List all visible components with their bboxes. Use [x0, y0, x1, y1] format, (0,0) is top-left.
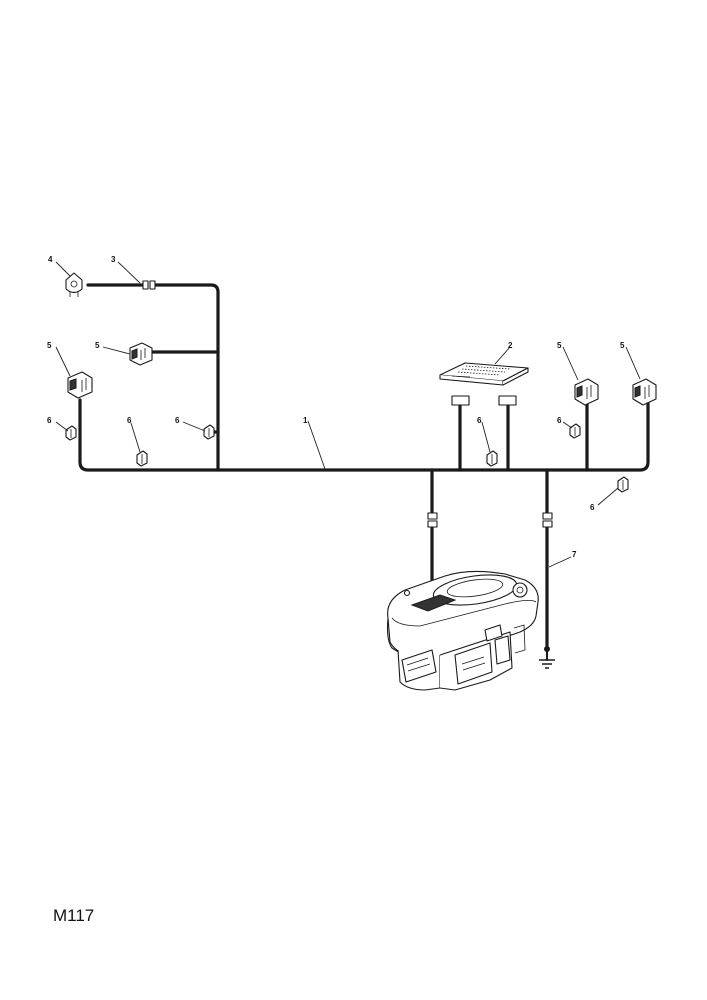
- callout-5: 5: [557, 341, 562, 350]
- clip-icon: [569, 423, 581, 439]
- engine-icon: [386, 570, 539, 691]
- switch-icon: [129, 342, 153, 366]
- circuit-board-icon: [439, 362, 529, 386]
- callout-6: 6: [127, 416, 132, 425]
- callout-6: 6: [47, 416, 52, 425]
- drawing-code: M117: [53, 906, 95, 925]
- callout-6: 6: [175, 416, 180, 425]
- clip-icon: [617, 476, 629, 493]
- callout-6: 6: [557, 416, 562, 425]
- callout-5: 5: [47, 341, 52, 350]
- callout-5: 5: [620, 341, 625, 350]
- callout-6: 6: [590, 503, 595, 512]
- callout-7: 7: [572, 550, 577, 559]
- main-wiring-harness: [78, 283, 650, 650]
- callout-2: 2: [508, 341, 513, 350]
- connector-icon: [142, 280, 156, 290]
- engine-connector-icon: [427, 512, 438, 528]
- clip-icon: [486, 450, 498, 467]
- callout-6: 6: [477, 416, 482, 425]
- callout-1: 1: [303, 416, 308, 425]
- callout-3: 3: [111, 255, 116, 264]
- bulb-icon: [65, 272, 83, 297]
- clip-icon: [203, 424, 215, 440]
- ground-icon: [539, 646, 555, 669]
- switch-icon: [67, 371, 93, 399]
- callout-4: 4: [48, 255, 53, 264]
- clip-icon: [136, 450, 148, 467]
- clip-icon: [65, 425, 77, 441]
- switch-icon: [632, 378, 657, 406]
- callout-5: 5: [95, 341, 100, 350]
- plug-icon: [498, 395, 517, 406]
- plug-icon: [451, 395, 470, 406]
- leader-lines: [55, 261, 641, 568]
- switch-icon: [574, 378, 599, 406]
- ground-connector-icon: [542, 512, 553, 528]
